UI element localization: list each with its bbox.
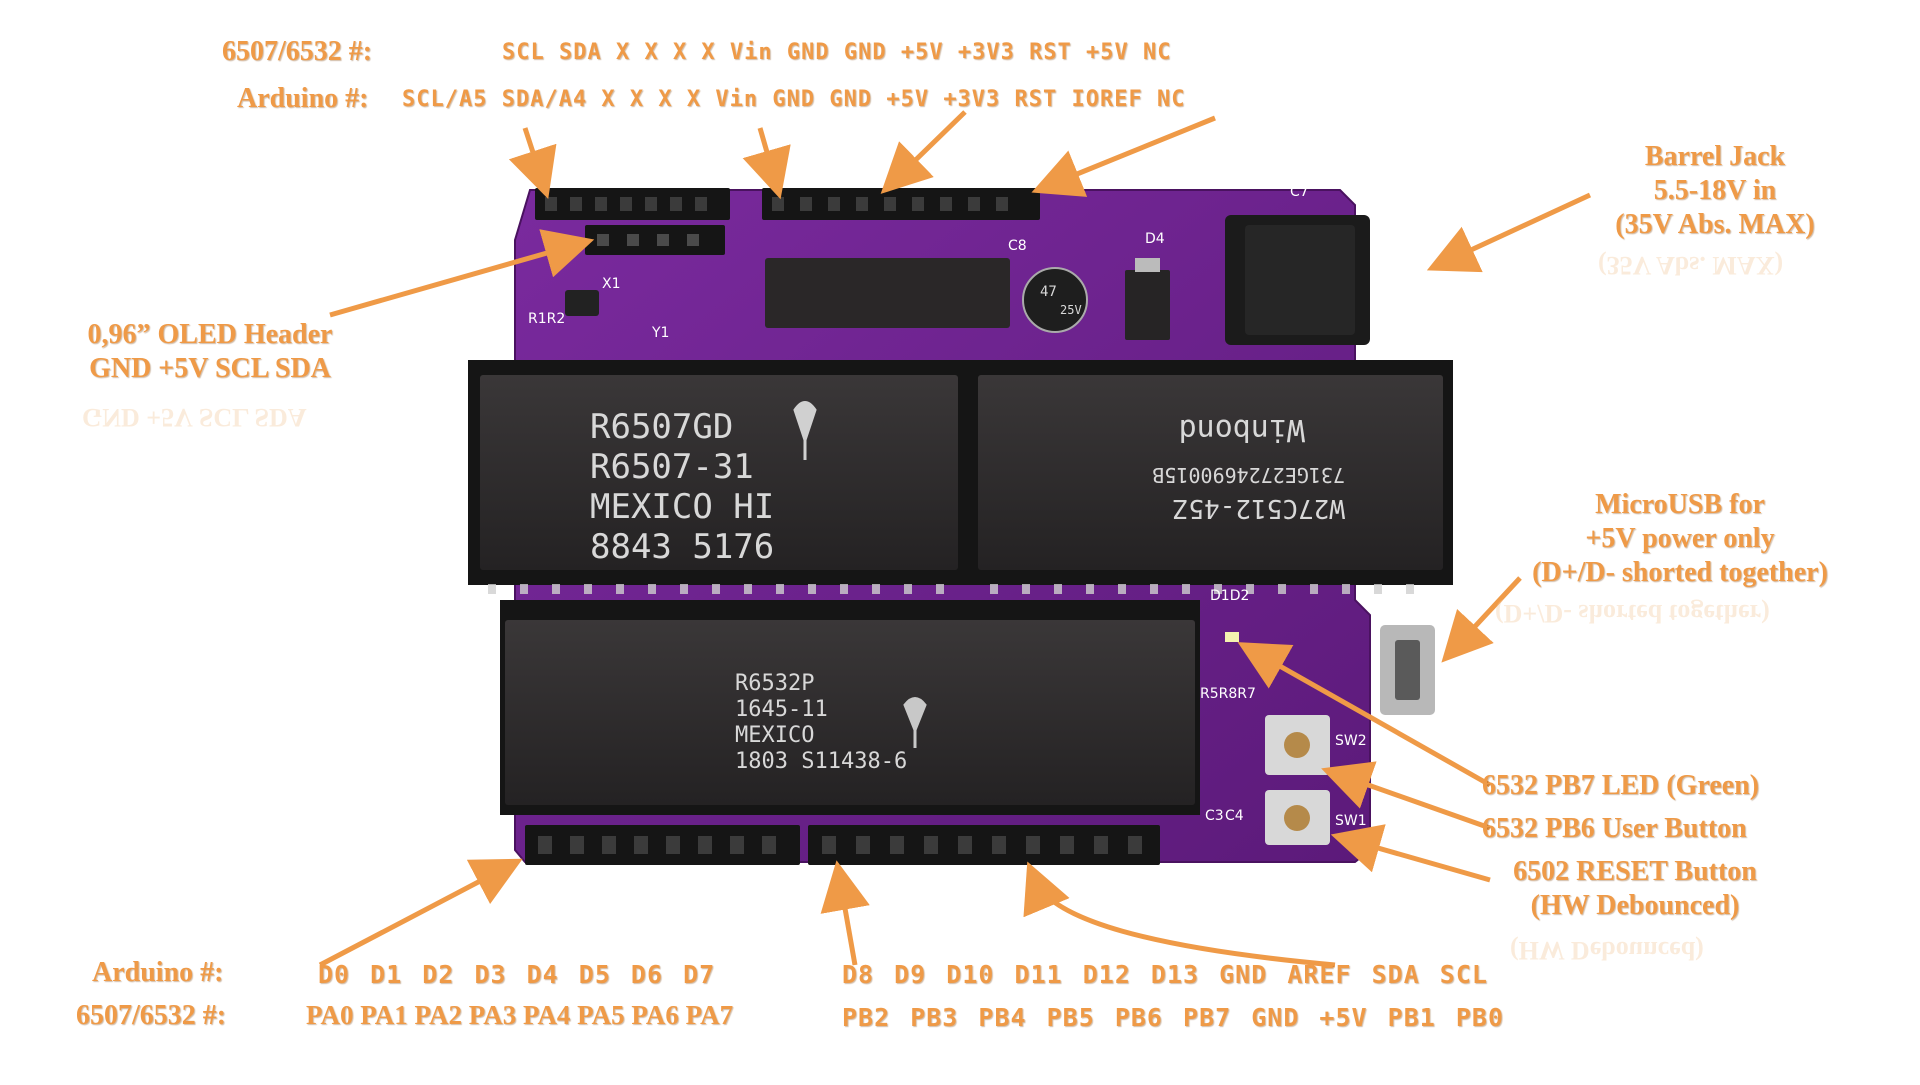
arrow-scl <box>508 127 557 200</box>
arrow-microusb <box>1441 576 1522 663</box>
small-ic <box>765 258 1010 328</box>
cpu-label-3: MEXICO HI <box>590 487 774 527</box>
led-pb7-label: 6532 PB7 LED (Green) <box>1482 770 1760 801</box>
led-pb7 <box>1225 632 1239 642</box>
rom-label-2: 731GE2724690015B <box>1152 463 1345 487</box>
arrow-user-button <box>1321 761 1491 831</box>
arrow-vin <box>742 127 791 200</box>
arrow-oled <box>329 229 595 318</box>
bottom-header-pins <box>538 836 1142 854</box>
rom-brand: Winbond <box>1179 412 1305 447</box>
bottom-6507-pins-a: PA0 PA1 PA2 PA3 PA4 PA5 PA6 PA7 <box>306 1000 734 1030</box>
microusb-line-3: (D+/D- shorted together) <box>1532 557 1828 588</box>
bottom-header-right <box>808 825 1160 865</box>
silk-sw2: SW2 <box>1335 733 1367 749</box>
silk-c3: C3 <box>1205 808 1224 824</box>
user-button-label: 6532 PB6 User Button <box>1482 813 1747 844</box>
bottom-arduino-pins-b: D8 D9 D10 D11 D12 D13 GND AREF SDA SCL <box>842 960 1488 989</box>
oled-reflection: GND +5V SCL SDA <box>82 403 307 432</box>
silk-sw1: SW1 <box>1335 813 1367 829</box>
microusb-reflection: (D+/D- shorted together) <box>1495 599 1770 628</box>
microusb-line-2: +5V power only <box>1585 523 1775 554</box>
top-6507-pins: SCL SDA X X X X Vin GND GND +5V +3V3 RST… <box>502 40 1172 65</box>
riot-chip <box>505 620 1195 805</box>
barrel-reflection: (35V Abs. MAX) <box>1598 251 1784 280</box>
oled-header <box>585 225 725 255</box>
crystal-x1 <box>565 290 599 316</box>
bottom-header-left <box>525 825 800 865</box>
cap-value: 47 <box>1040 284 1057 300</box>
top-arduino-pins: SCL/A5 SDA/A4 X X X X Vin GND GND +5V +3… <box>402 87 1186 112</box>
reset-line-1: 6502 RESET Button <box>1513 856 1757 887</box>
rockwell-logo-riot <box>903 697 927 748</box>
silk-y1: Y1 <box>651 325 669 341</box>
microusb-line-1: MicroUSB for <box>1595 489 1765 520</box>
silk-c7: C7 <box>1290 184 1309 200</box>
reset-line-2: (HW Debounced) <box>1530 890 1740 921</box>
bottom-arduino-pins-a: D0 D1 D2 D3 D4 D5 D6 D7 <box>318 960 716 989</box>
arrow-5v <box>880 110 967 194</box>
rockwell-logo-cpu <box>793 401 817 460</box>
barrel-line-2: 5.5-18V in <box>1653 175 1777 206</box>
silk-c8: C8 <box>1008 238 1027 254</box>
silk-d1d2: D1D2 <box>1210 588 1249 604</box>
arrow-barrel-jack <box>1426 192 1592 273</box>
barrel-line-3: (35V Abs. MAX) <box>1615 209 1815 240</box>
cap-volt: 25V <box>1060 303 1082 317</box>
silk-c4: C4 <box>1225 808 1244 824</box>
oled-line-2: GND +5V SCL SDA <box>89 353 331 384</box>
cpu-label-2: R6507-31 <box>590 447 754 487</box>
callout-arrows <box>318 110 1592 968</box>
oled-line-1: 0,96” OLED Header <box>87 319 333 350</box>
top-6507-title: 6507/6532 #: <box>222 36 373 67</box>
rom-label-1: W27C512-45Z <box>1173 493 1345 523</box>
reset-button-label: 6502 RESET Button (HW Debounced) <box>1490 855 1780 923</box>
microusb-label: MicroUSB for +5V power only (D+/D- short… <box>1485 488 1875 590</box>
arrow-d0 <box>318 858 523 968</box>
cpu-label-1: R6507GD <box>590 407 733 447</box>
cpu-label-4: 8843 5176 <box>590 527 774 567</box>
arrow-reset <box>1330 824 1491 883</box>
riot-label-4: 1803 S11438-6 <box>735 749 907 774</box>
silk-d4: D4 <box>1145 231 1165 247</box>
barrel-jack-label: Barrel Jack 5.5-18V in (35V Abs. MAX) <box>1565 140 1865 242</box>
riot-label-2: 1645-11 <box>735 697 828 722</box>
oled-header-label: 0,96” OLED Header GND +5V SCL SDA <box>60 318 360 386</box>
riot-label-3: MEXICO <box>735 723 814 748</box>
top-header-pins <box>545 197 1008 211</box>
electrolytic-cap <box>1022 267 1088 333</box>
reset-reflection: (HW Debounced) <box>1510 936 1704 965</box>
silk-r1r2: R1R2 <box>528 311 565 327</box>
arrow-gnd <box>1023 861 1336 968</box>
arrow-led <box>1237 642 1492 788</box>
riot-label-1: R6532P <box>735 671 814 696</box>
silk-r5r8r7: R5R8R7 <box>1200 686 1256 702</box>
barrel-line-1: Barrel Jack <box>1644 141 1786 172</box>
bottom-6507-title: 6507/6532 #: <box>76 1000 227 1031</box>
chip-pins <box>488 584 1414 594</box>
top-arduino-title: Arduino #: <box>237 83 369 114</box>
cpu-chip <box>480 375 958 570</box>
top-header-left <box>535 188 730 220</box>
silk-x1: X1 <box>602 276 621 292</box>
rom-chip <box>978 375 1443 570</box>
voltage-regulator <box>1125 270 1170 340</box>
arrow-d8 <box>820 860 870 966</box>
arrow-nc <box>1031 115 1216 197</box>
bottom-6507-pins-b: PB2 PB3 PB4 PB5 PB6 PB7 GND +5V PB1 PB0 <box>842 1003 1504 1032</box>
bottom-arduino-title: Arduino #: <box>92 957 224 988</box>
top-header-right <box>762 188 1040 220</box>
